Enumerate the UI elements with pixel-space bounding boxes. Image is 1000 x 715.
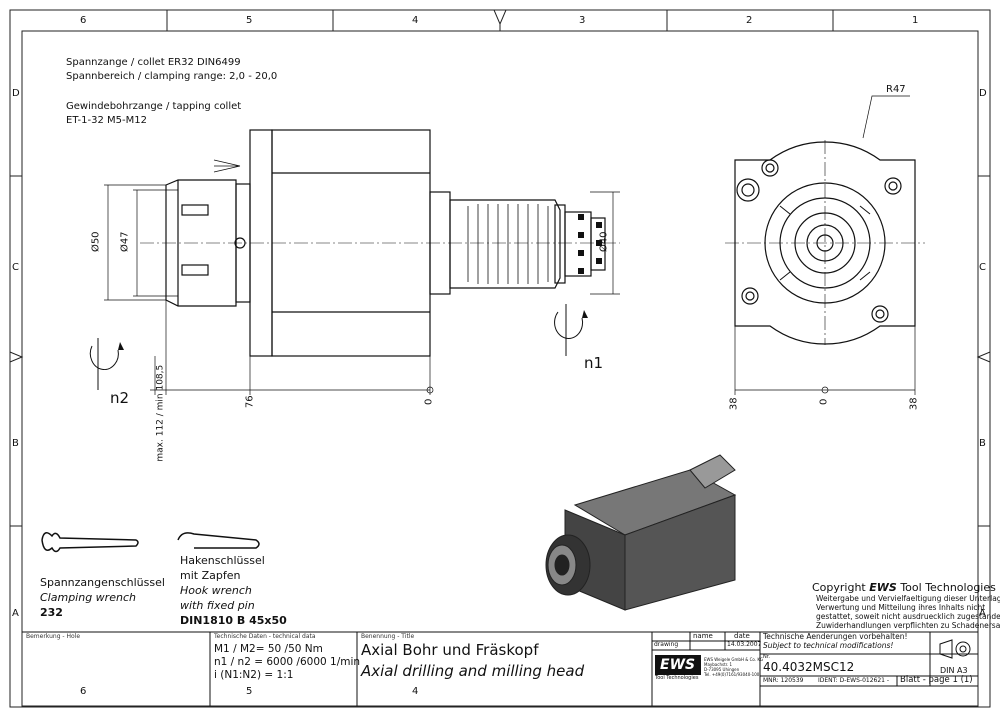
tech-change-en: Subject to technical modifications! bbox=[763, 641, 894, 650]
hook-wrench-en1: Hook wrench bbox=[180, 584, 252, 597]
sheet-page: Blatt - page 1 (1) bbox=[900, 675, 973, 685]
copyright-title: Copyright EWS Tool Technologies bbox=[812, 581, 996, 595]
company-line1: EWS Weigele GmbH & Co. KG bbox=[704, 657, 764, 662]
note-range: Spannbereich / clamping range: 2,0 - 20,… bbox=[66, 71, 278, 82]
remark-label: Bemerkung - Hole bbox=[26, 633, 81, 640]
part-number: 40.4032MSC12 bbox=[763, 660, 855, 674]
clamping-wrench-de: Spannzangenschlüssel bbox=[40, 576, 165, 589]
hook-wrench-de1: Hakenschlüssel bbox=[180, 554, 265, 567]
copyright-line3: gestattet, soweit nicht ausdruecklich zu… bbox=[816, 612, 1000, 621]
dim-76: 76 bbox=[244, 395, 256, 409]
copyright-line1: Weitergabe und Vervielfaeltigung dieser … bbox=[816, 594, 1000, 603]
col-label-5: 5 bbox=[246, 15, 253, 26]
title-block-lines bbox=[22, 631, 978, 706]
company-line3: D-73095 Uhingen bbox=[704, 667, 740, 672]
copyright-post: Tool Technologies bbox=[896, 581, 996, 594]
tech-change-de: Technische Aenderungen vorbehalten! bbox=[763, 632, 908, 641]
hook-wrench-de2: mit Zapfen bbox=[180, 569, 241, 582]
copyright-line4: Zuwiderhandlungen verpflichten zu Schade… bbox=[816, 621, 1000, 630]
drawing-title-en: Axial drilling and milling head bbox=[361, 662, 585, 680]
tech-data-label: Technische Daten - technical data bbox=[214, 633, 316, 640]
col-label-3: 3 bbox=[579, 15, 586, 26]
ews-logo-box bbox=[655, 655, 701, 675]
dim-r47: R47 bbox=[886, 84, 906, 95]
label-n2: n2 bbox=[110, 389, 130, 407]
row-label-C: C bbox=[12, 262, 19, 273]
row-label-A: A bbox=[12, 608, 19, 619]
tech-line3: i (N1:N2) = 1:1 bbox=[214, 669, 294, 681]
label-n1: n1 bbox=[584, 354, 604, 372]
hook-wrench-en2: with fixed pin bbox=[180, 599, 255, 612]
tech-line2: n1 / n2 = 6000 /6000 1/min bbox=[214, 656, 361, 668]
drawing-date: 14.03.2007 bbox=[727, 641, 762, 648]
row-label-B: B bbox=[12, 438, 19, 449]
clamping-wrench-no: 232 bbox=[40, 606, 63, 619]
col-label-2: 2 bbox=[746, 15, 753, 26]
mnr: MNR: 120539 bbox=[763, 677, 804, 684]
tech-line1: M1 / M2= 50 /50 Nm bbox=[214, 643, 323, 655]
note-tapping-title: Gewindebohrzange / tapping collet bbox=[66, 101, 242, 112]
wrench-icons bbox=[41, 532, 260, 553]
copyright-brand: EWS bbox=[869, 581, 897, 594]
col-label-6-bottom: 6 bbox=[80, 686, 87, 697]
row-label-D-right: D bbox=[979, 88, 987, 99]
dim-38-right: 38 bbox=[908, 397, 920, 411]
hook-wrench-std: DIN1810 B 45x50 bbox=[180, 614, 287, 627]
dim-0-front: 0 bbox=[818, 398, 830, 405]
row-label-D: D bbox=[12, 88, 20, 99]
copyright-line2: Verwertung und Mitteilung ihres Inhalts … bbox=[816, 603, 986, 612]
din-projection-icon bbox=[939, 639, 971, 659]
dim-d47: Ø47 bbox=[119, 231, 131, 253]
dim-max-min: max. 112 / min 108,5 bbox=[155, 364, 166, 462]
copyright-pre: Copyright bbox=[812, 581, 870, 594]
row-label-A-right: A bbox=[979, 608, 986, 619]
note-collet: Spannzange / collet ER32 DIN6499 bbox=[66, 57, 241, 68]
drawing-title-de: Axial Bohr und Fräskopf bbox=[361, 641, 539, 659]
dim-0-side: 0 bbox=[423, 398, 435, 405]
ews-logo-sub: Tool Technologies bbox=[655, 675, 699, 681]
nr-label: Nr. bbox=[763, 654, 770, 660]
company-line2: Maybachstr. 1 bbox=[704, 662, 733, 667]
designation-label: Benennung - Title bbox=[361, 633, 415, 640]
company-line4: Tel. +49(0)7161/93040-100 bbox=[704, 672, 760, 677]
col-label-4: 4 bbox=[412, 15, 419, 26]
dim-d50: Ø50 bbox=[90, 231, 102, 253]
col-label-1: 1 bbox=[912, 15, 919, 26]
col-label-4-bottom: 4 bbox=[412, 686, 419, 697]
dim-38-left: 38 bbox=[728, 397, 740, 411]
col-label-5-bottom: 5 bbox=[246, 686, 253, 697]
din-a3: DIN A3 bbox=[940, 666, 968, 675]
name-header: name bbox=[693, 632, 713, 640]
date-header: date bbox=[734, 632, 750, 640]
ews-logo: EWS bbox=[660, 657, 696, 673]
note-tapping-value: ET-1-32 M5-M12 bbox=[66, 115, 147, 126]
clamping-wrench-en: Clamping wrench bbox=[40, 591, 136, 604]
iso-view bbox=[545, 454, 737, 611]
ident: IDENT: D-EWS-012621 - bbox=[818, 677, 890, 684]
drawing-row-label: drawing bbox=[654, 641, 679, 648]
row-label-C-right: C bbox=[979, 262, 986, 273]
dim-d40: Ø40 bbox=[598, 231, 610, 253]
col-label-6: 6 bbox=[80, 15, 87, 26]
row-label-B-right: B bbox=[979, 438, 986, 449]
